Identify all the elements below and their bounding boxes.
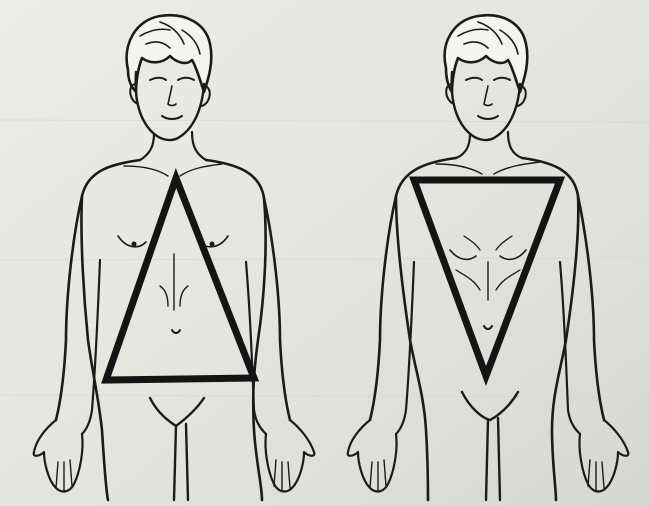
- right-nipple: [210, 242, 215, 247]
- left-nipple: [132, 242, 137, 247]
